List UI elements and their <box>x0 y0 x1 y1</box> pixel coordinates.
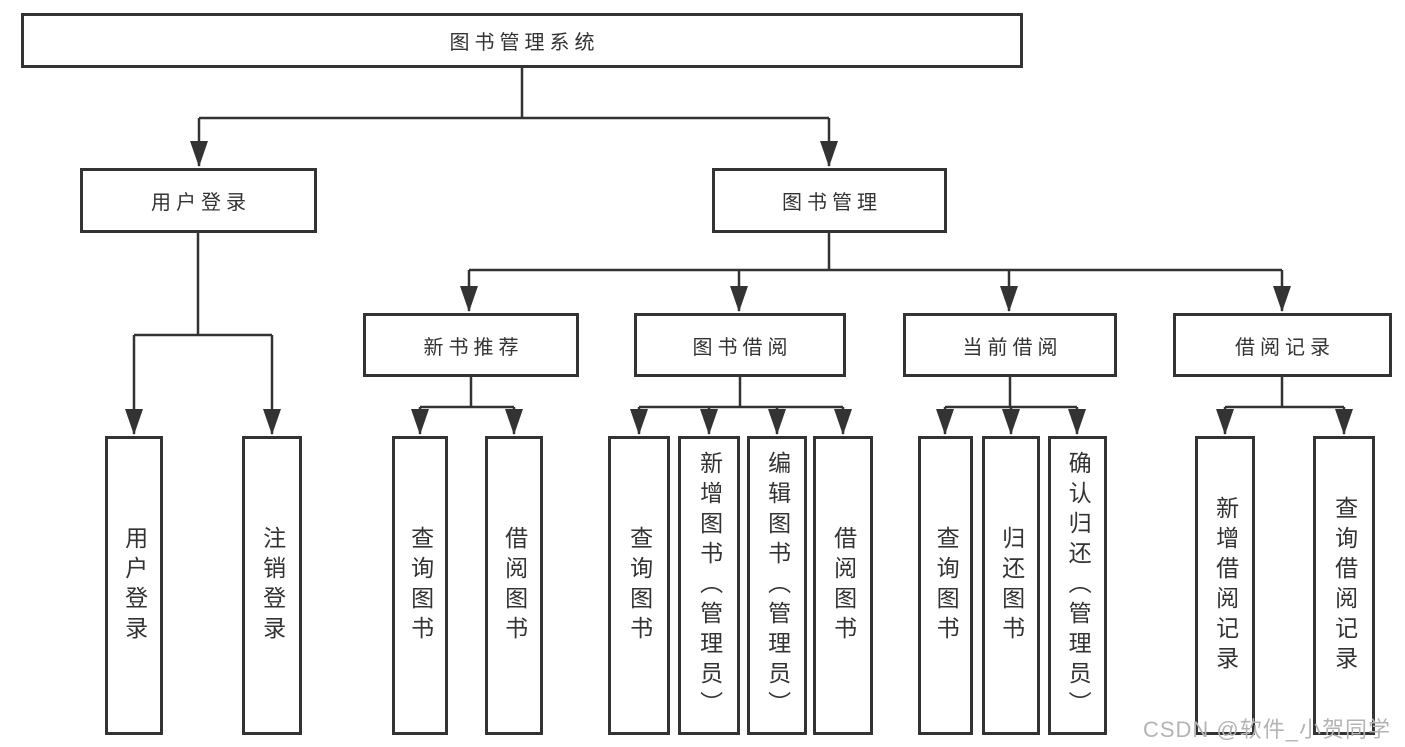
node-label: 当前借阅 <box>962 336 1063 359</box>
leaf-logout: 注销登录 <box>242 436 302 735</box>
leaf-add-book-admin: 新增图书（管理员） <box>678 436 740 735</box>
node-label: 新增借阅记录 <box>1212 495 1239 676</box>
node-book-management: 图书管理 <box>712 168 947 233</box>
node-library-system: 图书管理系统 <box>21 13 1023 68</box>
node-label: 图书借阅 <box>692 336 793 359</box>
node-label: 用户登录 <box>151 192 251 214</box>
leaf-add-borrow-record: 新增借阅记录 <box>1195 436 1255 735</box>
node-user-login: 用户登录 <box>80 168 317 233</box>
leaf-borrow-books-recommend: 借阅图书 <box>485 436 543 735</box>
node-label: 借阅图书 <box>501 525 528 646</box>
node-label: 新增图书（管理员） <box>696 450 723 721</box>
csdn-watermark: CSDN @软件_小贺同学 <box>1142 717 1391 742</box>
node-label: 图书管理系统 <box>449 32 600 54</box>
leaf-confirm-return-admin: 确认归还（管理员） <box>1048 436 1107 735</box>
node-label: 注销登录 <box>259 525 286 646</box>
node-label: 图书管理 <box>782 192 882 214</box>
node-label: 归还图书 <box>998 525 1025 646</box>
node-label: 查询图书 <box>626 525 653 646</box>
leaf-query-borrow-record: 查询借阅记录 <box>1313 436 1375 735</box>
node-borrow-records: 借阅记录 <box>1173 313 1392 377</box>
node-label: 查询借阅记录 <box>1331 495 1358 676</box>
node-label: 借阅图书 <box>830 525 857 646</box>
leaf-edit-book-admin: 编辑图书（管理员） <box>747 436 807 735</box>
node-label: 查询图书 <box>407 525 434 646</box>
leaf-user-login: 用户登录 <box>105 436 163 735</box>
node-label: 用户登录 <box>121 525 148 646</box>
node-label: 借阅记录 <box>1235 336 1335 359</box>
node-new-book-recommend: 新书推荐 <box>363 313 579 377</box>
node-label: 新书推荐 <box>423 336 524 359</box>
leaf-query-books-borrow: 查询图书 <box>608 436 670 735</box>
leaf-query-books-current: 查询图书 <box>918 436 973 735</box>
node-label: 确认归还（管理员） <box>1065 450 1092 721</box>
node-label: 查询图书 <box>933 525 960 646</box>
leaf-return-books: 归还图书 <box>982 436 1040 735</box>
node-book-borrow: 图书借阅 <box>634 313 846 377</box>
node-current-borrow: 当前借阅 <box>903 313 1117 377</box>
leaf-borrow-books: 借阅图书 <box>813 436 873 735</box>
node-label: 编辑图书（管理员） <box>764 450 791 721</box>
leaf-query-books-recommend: 查询图书 <box>392 436 448 735</box>
